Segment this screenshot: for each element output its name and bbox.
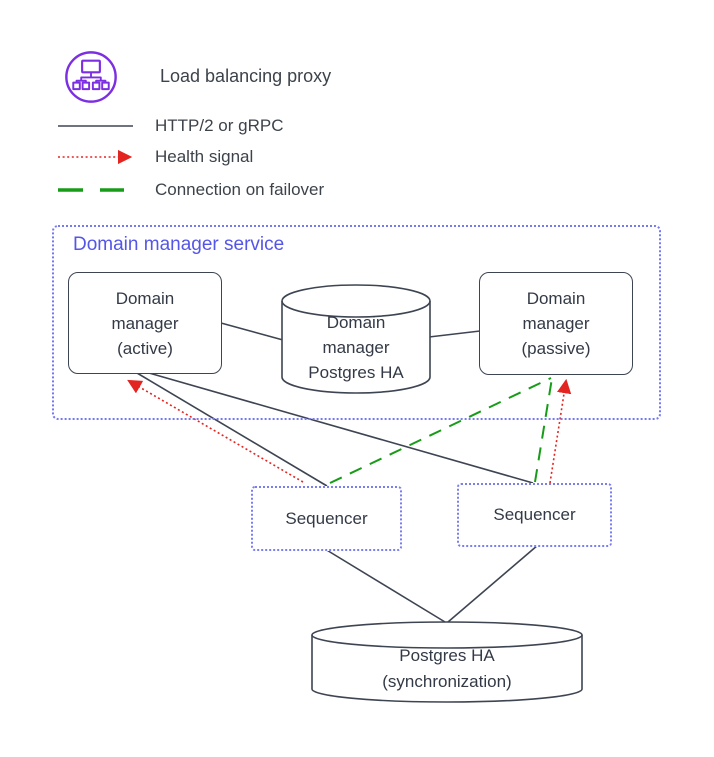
node-sequencer-right: Sequencer (457, 483, 612, 547)
edge-active-to-dm-postgres (220, 322, 284, 341)
legend-failover-label: Connection on failover (155, 180, 325, 199)
legend-proxy-label: Load balancing proxy (160, 66, 332, 86)
legend-health-label: Health signal (155, 147, 254, 166)
edge-active-to-sequencer-left (136, 372, 328, 487)
domain-manager-service-label: Domain manager service (73, 234, 285, 255)
domain-manager-service-container: Domain manager service (52, 225, 661, 420)
edge-active-to-sequencer-right (148, 372, 534, 484)
node-postgres-sync-label: Postgres HA (synchronization) (382, 646, 512, 691)
node-sequencer-left: Sequencer (251, 486, 402, 551)
edge-failover-sequencer-left-to-passive (329, 377, 552, 484)
edge-failover-sequencer-right-to-passive (534, 377, 553, 483)
node-domain-manager-passive: Domain manager (passive) (479, 272, 633, 375)
load-balancing-proxy-icon (65, 51, 117, 103)
edge-dm-postgres-to-passive (428, 330, 481, 338)
node-dm-postgres-label: Domain manager Postgres HA (308, 313, 404, 382)
edge-health-sequencer-left-to-active (127, 379, 304, 483)
postgres-sync-cylinder (311, 621, 583, 703)
node-domain-manager-active: Domain manager (active) (68, 272, 222, 374)
dm-postgres-cylinder (281, 284, 431, 394)
legend-http-label: HTTP/2 or gRPC (155, 116, 284, 135)
edge-sequencer-left-to-postgres-sync (324, 548, 446, 623)
edge-health-sequencer-right-to-passive (549, 378, 572, 484)
edge-sequencer-right-to-postgres-sync (447, 544, 539, 623)
